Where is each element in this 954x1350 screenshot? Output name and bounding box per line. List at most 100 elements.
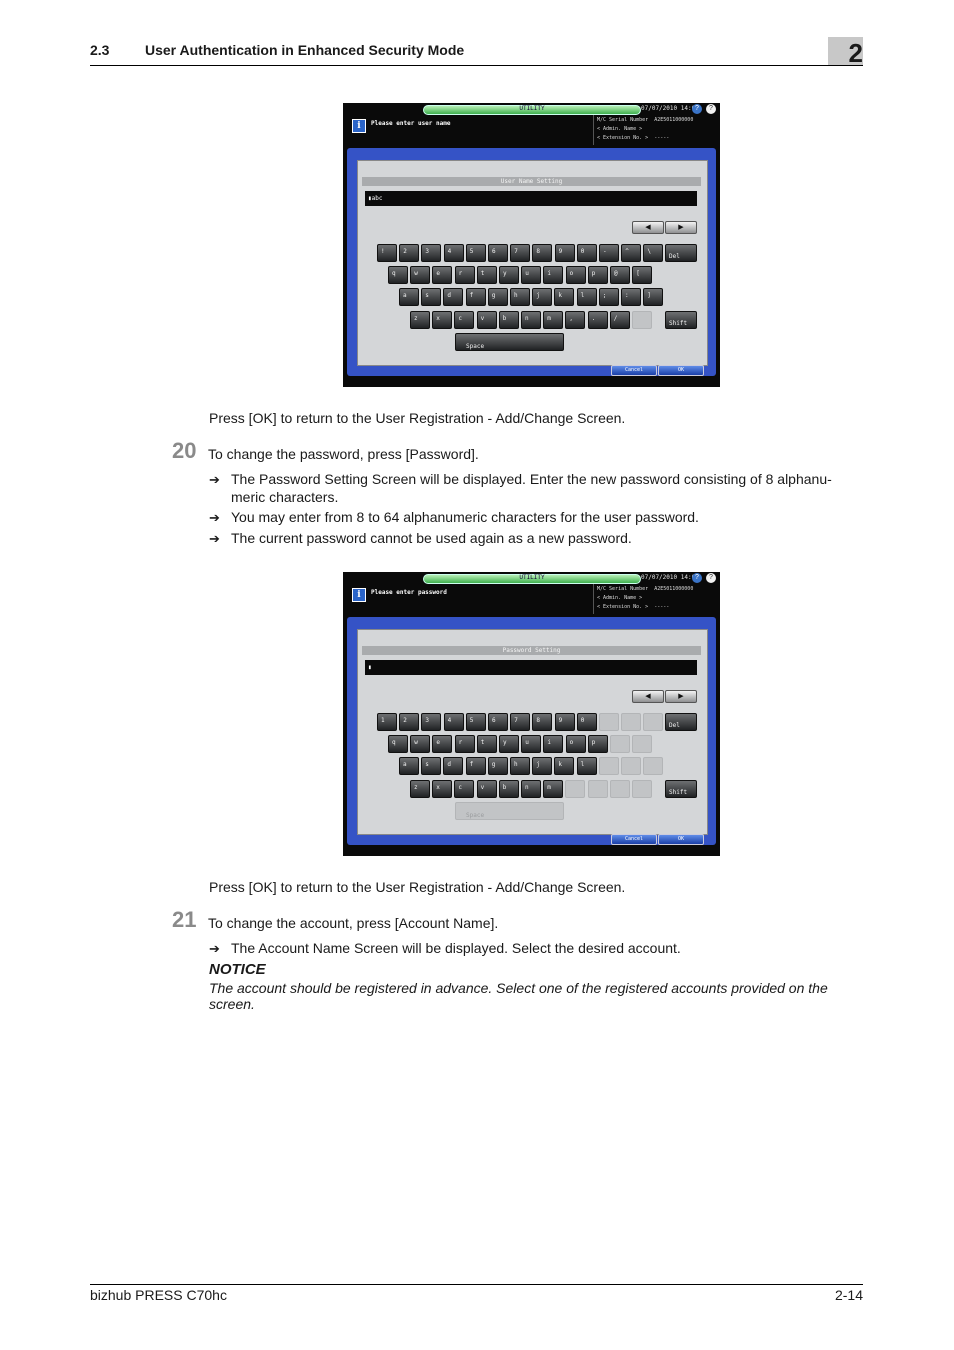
cursor-right-button[interactable]: ▶ [665, 690, 697, 703]
key-char[interactable]: j [532, 757, 553, 775]
key-char[interactable]: j [532, 288, 553, 306]
key-char[interactable]: s [421, 757, 442, 775]
key-char[interactable]: i [543, 266, 564, 284]
ok-button[interactable]: OK [658, 834, 704, 845]
key-char[interactable]: d [443, 288, 464, 306]
key-char[interactable]: v [476, 780, 497, 798]
key-char[interactable]: m [543, 780, 564, 798]
key-char[interactable]: 6 [488, 713, 508, 731]
help-icon[interactable]: ? [692, 573, 702, 583]
key-char[interactable]: 7 [510, 244, 531, 262]
key-char[interactable]: 3 [421, 713, 442, 731]
key-char[interactable]: 2 [399, 713, 420, 731]
utility-bar[interactable]: UTILITY [423, 574, 641, 584]
key-shift[interactable]: Shift [665, 311, 697, 329]
key-char[interactable]: / [609, 311, 630, 329]
key-char[interactable]: [ [632, 266, 653, 284]
key-char[interactable]: q [388, 266, 408, 284]
key-char[interactable]: x [432, 311, 453, 329]
key-char[interactable]: d [443, 757, 464, 775]
utility-bar[interactable]: UTILITY [423, 105, 641, 115]
cursor-right-button[interactable]: ▶ [665, 221, 697, 234]
key-char[interactable]: o [565, 735, 586, 753]
key-char[interactable]: f [465, 757, 486, 775]
cursor-left-button[interactable]: ◀ [632, 221, 664, 234]
key-char[interactable]: z [410, 780, 430, 798]
key-char[interactable]: g [487, 757, 508, 775]
key-char[interactable]: y [499, 266, 519, 284]
key-char[interactable]: t [476, 266, 497, 284]
key-char[interactable]: 5 [465, 713, 486, 731]
key-char[interactable]: 0 [576, 244, 597, 262]
key-del[interactable]: Del [665, 713, 697, 731]
key-char[interactable]: l [576, 288, 597, 306]
key-char[interactable]: h [510, 757, 530, 775]
key-char[interactable]: k [554, 288, 575, 306]
key-shift[interactable]: Shift [665, 780, 697, 798]
key-char[interactable]: 6 [488, 244, 508, 262]
key-char[interactable]: 1 [377, 713, 397, 731]
key-char[interactable]: o [565, 266, 586, 284]
key-char[interactable]: a [399, 757, 419, 775]
key-char[interactable]: r [454, 266, 475, 284]
key-del[interactable]: Del [665, 244, 697, 262]
key-char[interactable]: k [554, 757, 575, 775]
key-char[interactable]: \ [643, 244, 664, 262]
key-char[interactable]: h [510, 288, 530, 306]
key-char[interactable]: 4 [443, 713, 464, 731]
key-char[interactable]: . [587, 311, 608, 329]
key-char[interactable]: 3 [421, 244, 442, 262]
key-char[interactable]: e [432, 266, 453, 284]
key-char[interactable]: g [487, 288, 508, 306]
key-char[interactable]: c [454, 780, 475, 798]
key-char[interactable]: 7 [510, 713, 531, 731]
cancel-button[interactable]: Cancel [611, 365, 657, 376]
key-char[interactable]: r [454, 735, 475, 753]
key-char[interactable]: b [498, 780, 519, 798]
guide-icon[interactable]: ? [706, 573, 716, 583]
cursor-left-button[interactable]: ◀ [632, 690, 664, 703]
key-char[interactable]: x [432, 780, 453, 798]
key-char[interactable]: f [465, 288, 486, 306]
key-char[interactable]: ; [598, 288, 619, 306]
key-char[interactable]: ! [377, 244, 397, 262]
key-char[interactable]: ^ [621, 244, 642, 262]
key-char[interactable]: w [410, 266, 431, 284]
key-char[interactable]: i [543, 735, 564, 753]
key-char[interactable]: - [599, 244, 619, 262]
key-char[interactable]: @ [610, 266, 630, 284]
guide-icon[interactable]: ? [706, 104, 716, 114]
key-char[interactable]: 4 [443, 244, 464, 262]
key-char[interactable]: , [565, 311, 586, 329]
key-char[interactable]: n [521, 311, 541, 329]
key-char[interactable]: ] [643, 288, 664, 306]
text-entry-field[interactable]: ▮ [365, 660, 697, 675]
help-icon[interactable]: ? [692, 104, 702, 114]
key-char[interactable]: v [476, 311, 497, 329]
key-char[interactable]: 8 [532, 713, 553, 731]
key-char[interactable]: m [543, 311, 564, 329]
key-char[interactable]: 9 [554, 713, 575, 731]
key-char[interactable]: p [587, 735, 608, 753]
key-char[interactable]: l [576, 757, 597, 775]
key-char[interactable]: 9 [554, 244, 575, 262]
key-char[interactable]: u [521, 266, 542, 284]
key-char[interactable]: y [499, 735, 519, 753]
key-char[interactable]: q [388, 735, 408, 753]
key-char[interactable]: : [621, 288, 641, 306]
key-char[interactable]: n [521, 780, 541, 798]
key-char[interactable]: s [421, 288, 442, 306]
key-char[interactable]: a [399, 288, 419, 306]
key-char[interactable]: w [410, 735, 431, 753]
key-char[interactable]: b [498, 311, 519, 329]
space-key[interactable]: Space [455, 333, 564, 351]
ok-button[interactable]: OK [658, 365, 704, 376]
key-char[interactable]: 5 [465, 244, 486, 262]
key-char[interactable]: z [410, 311, 430, 329]
key-char[interactable]: 8 [532, 244, 553, 262]
key-char[interactable]: 0 [576, 713, 597, 731]
key-char[interactable]: p [587, 266, 608, 284]
key-char[interactable]: 2 [399, 244, 420, 262]
key-char[interactable]: c [454, 311, 475, 329]
key-char[interactable]: u [521, 735, 542, 753]
